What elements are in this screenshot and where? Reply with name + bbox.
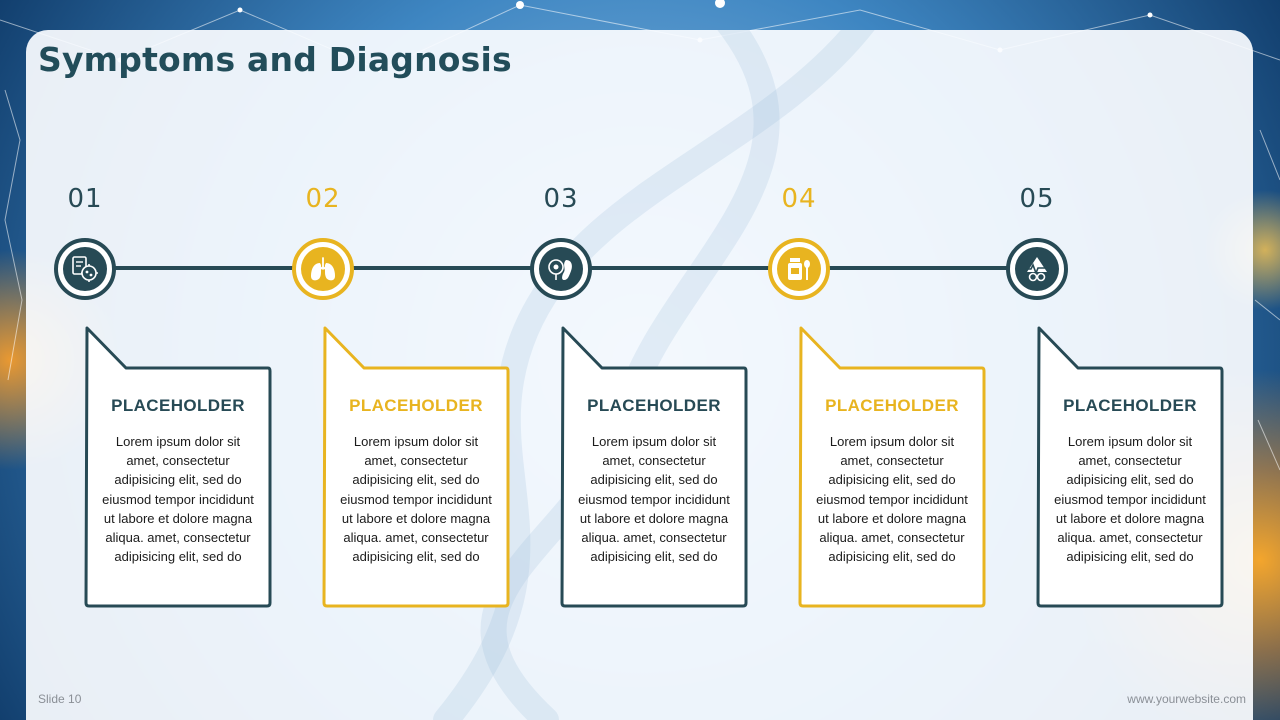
step-icon-circle-2: [292, 238, 354, 300]
slide-number: Slide 10: [38, 692, 82, 706]
card-title-5: PLACEHOLDER: [1063, 396, 1197, 415]
callout-frame: [322, 326, 510, 608]
step-card-4: PLACEHOLDER Lorem ipsum dolor sit amet, …: [798, 326, 986, 608]
step-icon-circle-3: [530, 238, 592, 300]
medicine-bottle-icon: [788, 258, 810, 280]
step-number-2: 02: [305, 184, 341, 214]
card-title-3: PLACEHOLDER: [587, 396, 721, 415]
step-number-5: 05: [1019, 184, 1055, 214]
card-text-5: Lorem ipsum dolor sit amet, consectetur …: [1054, 434, 1206, 565]
callout-frame: [84, 326, 272, 608]
card-title-4: PLACEHOLDER: [825, 396, 959, 415]
card-text-2: Lorem ipsum dolor sit amet, consectetur …: [340, 434, 492, 565]
callout-frame: [560, 326, 748, 608]
step-number-4: 04: [781, 184, 817, 214]
step-number-1: 01: [67, 184, 103, 214]
bacteria-document-icon: [72, 256, 98, 282]
step-card-3: PLACEHOLDER Lorem ipsum dolor sit amet, …: [560, 326, 748, 608]
page-title: Symptoms and Diagnosis: [38, 40, 512, 79]
lungs-icon: [311, 257, 335, 281]
step-icon-circle-4: [768, 238, 830, 300]
card-text-4: Lorem ipsum dolor sit amet, consectetur …: [816, 434, 968, 565]
card-text-3: Lorem ipsum dolor sit amet, consectetur …: [578, 434, 730, 565]
step-icon-circle-5: [1006, 238, 1068, 300]
callout-frame: [1036, 326, 1224, 608]
step-number-3: 03: [543, 184, 579, 214]
website-link[interactable]: www.yourwebsite.com: [1127, 692, 1246, 706]
callout-frame: [798, 326, 986, 608]
step-card-2: PLACEHOLDER Lorem ipsum dolor sit amet, …: [322, 326, 510, 608]
card-title-1: PLACEHOLDER: [111, 396, 245, 415]
card-text-1: Lorem ipsum dolor sit amet, consectetur …: [102, 434, 254, 565]
blood-heartbeat-icon: [1025, 257, 1049, 282]
step-card-5: PLACEHOLDER Lorem ipsum dolor sit amet, …: [1036, 326, 1224, 608]
step-icon-circle-1: [54, 238, 116, 300]
fever-stomach-icon: [548, 259, 572, 280]
step-card-1: PLACEHOLDER Lorem ipsum dolor sit amet, …: [84, 326, 272, 608]
card-title-2: PLACEHOLDER: [349, 396, 483, 415]
